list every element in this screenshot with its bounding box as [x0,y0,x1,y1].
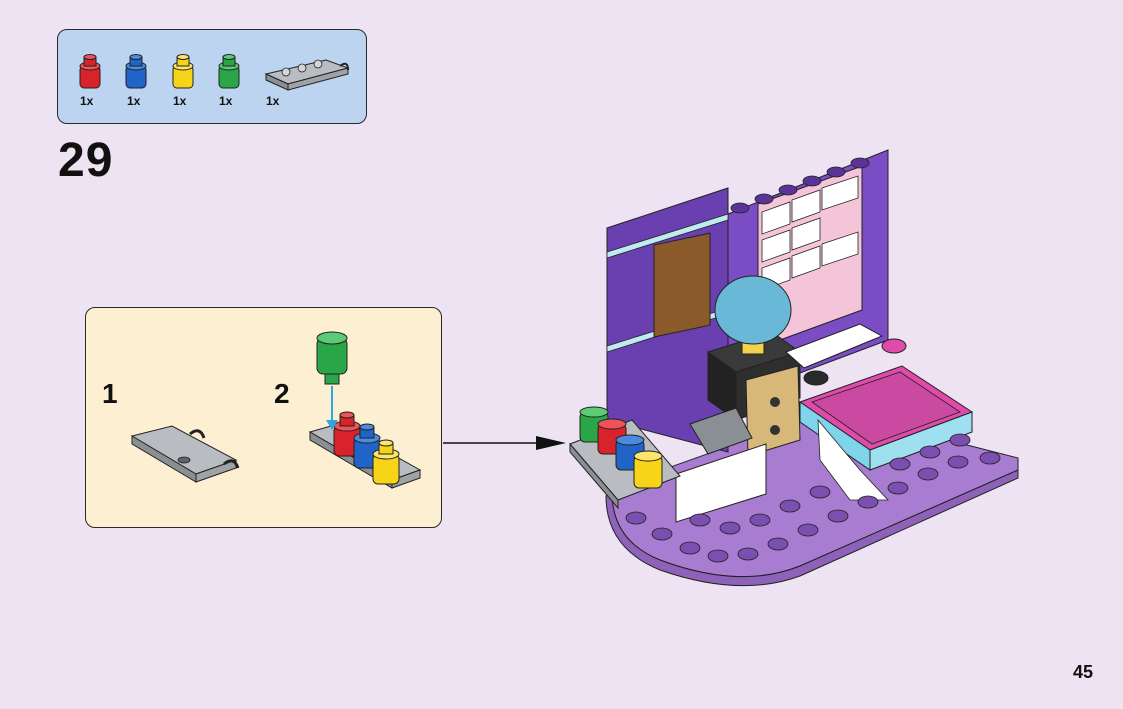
step-number: 29 [58,134,114,187]
nightstand-with-lamp [706,275,802,457]
parts-list-graphics [79,54,350,91]
substep-label-1: 1 [102,378,118,409]
shelf-with-round-bricks [569,406,767,523]
connector-arrow [443,436,566,450]
purple-wall [606,149,889,453]
grey-clip-plate-icon [264,59,350,91]
red-round-brick-icon [79,54,101,89]
green-round-brick-icon [218,54,240,89]
part-qty-yellow: 1x [173,94,187,108]
room-base-plate [605,409,1019,587]
substep-label-2: 2 [274,378,290,409]
parts-list-box: 1x 1x 1x 1x 1x [57,29,367,124]
substep-graphics [130,331,422,489]
substep1-grey-plate [130,425,240,483]
yellow-round-brick-icon [172,54,194,89]
part-qty-green: 1x [219,94,233,108]
part-qty-plate: 1x [266,94,280,108]
blue-round-brick-icon [125,54,147,89]
substep2-assembly [308,331,422,489]
part-qty-red: 1x [80,94,94,108]
pink-bed [785,323,974,501]
part-qty-blue: 1x [127,94,141,108]
substep-box: 1 2 [85,307,442,528]
page-number: 45 [1072,662,1093,682]
base-plate-studs [625,433,1001,563]
